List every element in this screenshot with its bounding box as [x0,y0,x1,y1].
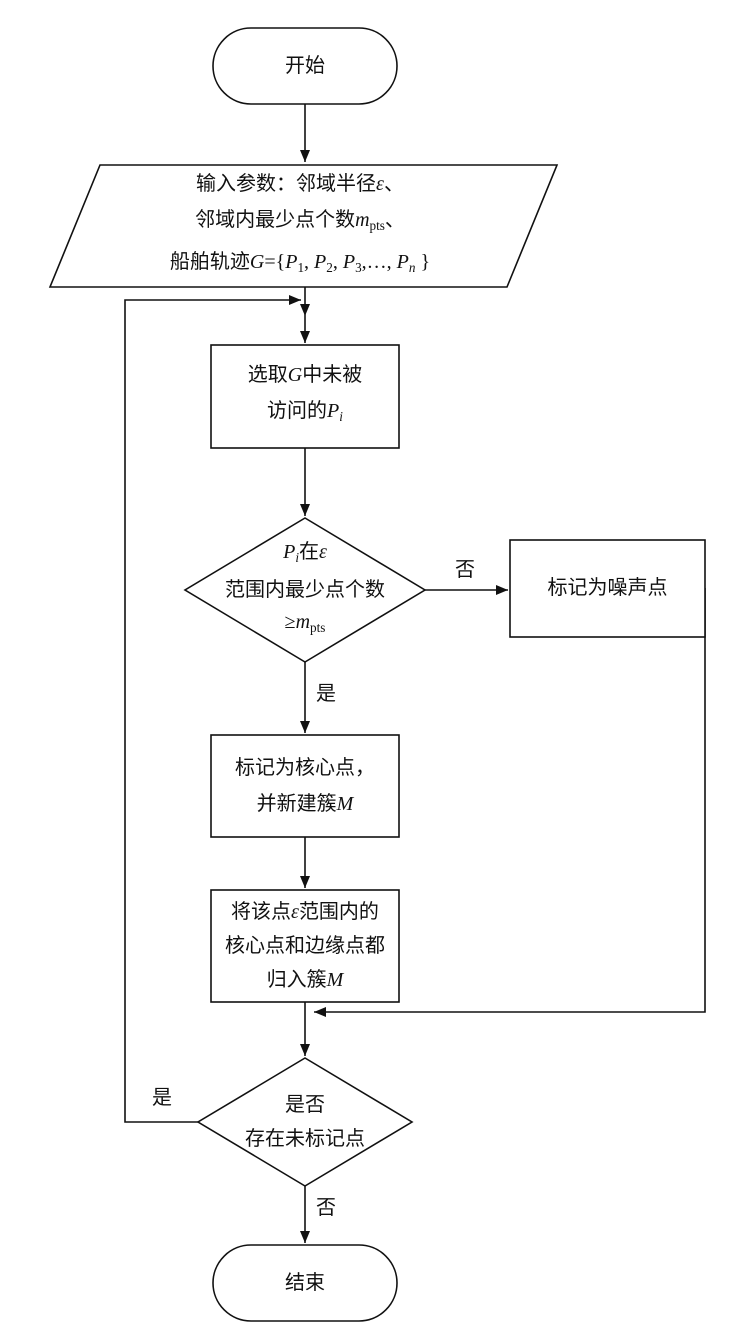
end-terminator-shape [212,1244,398,1322]
edge-noise-to-merge [314,588,706,1017]
unmarked-decision-shape [196,1057,414,1187]
select-point-process-shape [210,344,400,449]
mark-core-process-shape [210,734,400,838]
min-points-decision-shape [183,517,427,663]
assign-cluster-process-shape [210,889,400,1003]
edge-decision2-yes-loop [124,295,301,1123]
start-terminator-shape [212,27,398,105]
input-parallelogram-shape [48,164,559,288]
mark-noise-process-shape [509,539,706,638]
